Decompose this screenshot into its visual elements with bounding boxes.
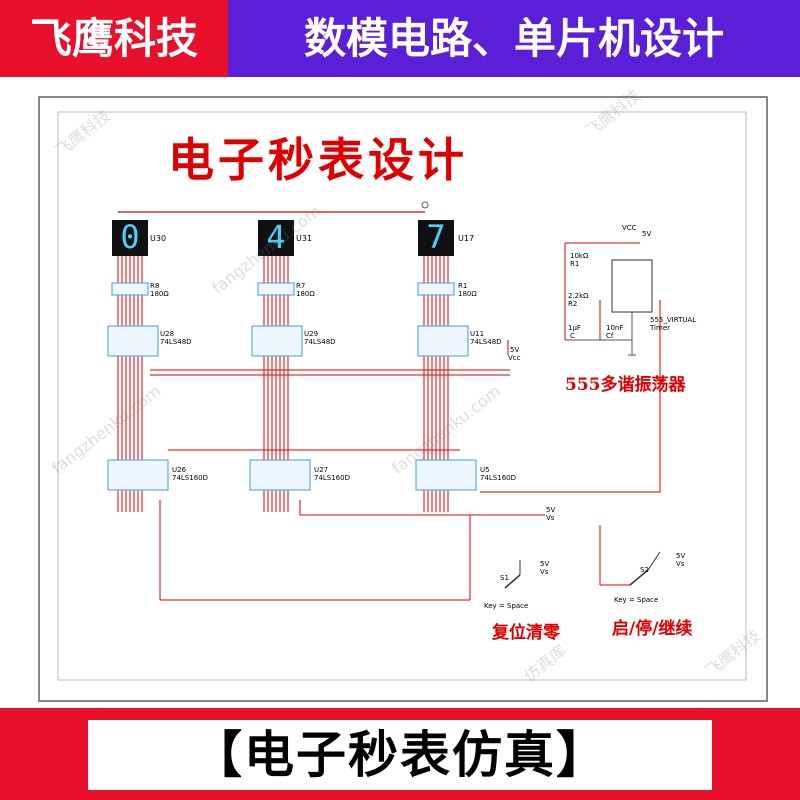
display-3-digit: 7 [426, 218, 446, 256]
dec-2-part: 74LS48D [304, 338, 336, 346]
reset-label: 复位清零 [492, 623, 560, 643]
display-group-2 [249, 220, 311, 512]
display-2-ref: U31 [296, 234, 313, 243]
display-group-1 [107, 220, 169, 512]
timer-chip [611, 259, 653, 313]
display-1-digit: 0 [120, 218, 140, 256]
vs-5v-2: 5V [540, 560, 550, 568]
schematic-sheet [38, 96, 768, 702]
timer-r2-ref: R2 [568, 300, 578, 308]
seven-seg-display [258, 220, 294, 256]
dec-2-ref: U29 [304, 330, 319, 338]
res-2-ref: R7 [296, 282, 306, 290]
dec-3-part: 74LS48D [470, 338, 502, 346]
decoder-chip [251, 325, 303, 357]
decoder-chip [417, 325, 469, 357]
vs-label-3: Vs [676, 560, 685, 568]
cnt-3-ref: U5 [480, 466, 490, 474]
vcc-label: Vcc [508, 354, 521, 362]
res-1-val: 180Ω [150, 290, 169, 298]
timer-r1-ref: R1 [570, 260, 580, 268]
display-group-3 [415, 220, 477, 512]
display-2-digit: 4 [266, 218, 286, 256]
res-1-ref: R8 [150, 282, 160, 290]
dec-1-part: 74LS48D [160, 338, 192, 346]
counter-chip [107, 459, 169, 491]
oscillator-label: 555多谐振荡器 [565, 375, 686, 395]
res-3-ref: R1 [458, 282, 468, 290]
switch-2-key: Key = Space [614, 596, 659, 604]
seven-seg-display [418, 220, 454, 256]
switch-startstop[interactable] [629, 551, 661, 586]
switch-reset[interactable] [504, 560, 521, 589]
brand-title: 飞鹰科技 [0, 0, 228, 77]
timer-c2: 10nF [606, 324, 624, 332]
bottom-title: 【电子秒表仿真】 [88, 720, 712, 790]
banner-tagline: 数模电路、单片机设计 [228, 0, 800, 77]
timer-r1: 10kΩ [570, 252, 589, 260]
res-2-val: 180Ω [296, 290, 315, 298]
vs-5v-3: 5V [676, 552, 686, 560]
vs-label-1: Vs [546, 514, 555, 522]
switch-2-ref: S2 [640, 566, 649, 574]
timer-sub: Timer [650, 324, 671, 332]
dec-1-ref: U28 [160, 330, 175, 338]
vcc-5v-label: 5V [510, 346, 520, 354]
res-3-val: 180Ω [458, 290, 477, 298]
timer-r2: 2.2kΩ [568, 292, 589, 300]
vs-label-2: Vs [540, 568, 549, 576]
bottom-banner: 【电子秒表仿真】 [0, 708, 800, 800]
resistor-pack [257, 282, 295, 296]
cnt-1-ref: U26 [172, 466, 187, 474]
timer-555 [564, 242, 653, 356]
resistor-pack [111, 282, 149, 296]
dec-3-ref: U11 [470, 330, 485, 338]
cnt-3-part: 74LS160D [480, 474, 517, 482]
vs-5v-1: 5V [546, 506, 556, 514]
resistor-pack [417, 282, 455, 296]
cnt-2-part: 74LS160D [314, 474, 351, 482]
antenna-icon [421, 201, 429, 209]
top-banner: 飞鹰科技 数模电路、单片机设计 [0, 0, 800, 77]
counter-chip [249, 459, 311, 491]
counter-chip [415, 459, 477, 491]
switch-1-ref: S1 [500, 574, 509, 582]
timer-vcc-val: 5V [642, 230, 652, 238]
display-3-ref: U17 [458, 234, 475, 243]
cnt-2-ref: U27 [314, 466, 329, 474]
switch-1-key: Key = Space [484, 602, 529, 610]
timer-name: 555_VIRTUAL [650, 316, 697, 324]
startstop-label: 启/停/继续 [612, 619, 693, 639]
decoder-chip [107, 325, 159, 357]
seven-seg-display [112, 220, 148, 256]
cnt-1-part: 74LS160D [172, 474, 209, 482]
timer-c2-ref: Cf [606, 332, 614, 340]
timer-c1-ref: C [570, 332, 575, 340]
timer-vcc: VCC [622, 224, 637, 232]
display-1-ref: U30 [150, 234, 167, 243]
diagram-title: 电子秒表设计 [168, 133, 468, 187]
sheet-inner-frame [57, 111, 747, 681]
timer-c1: 1μF [568, 324, 581, 332]
